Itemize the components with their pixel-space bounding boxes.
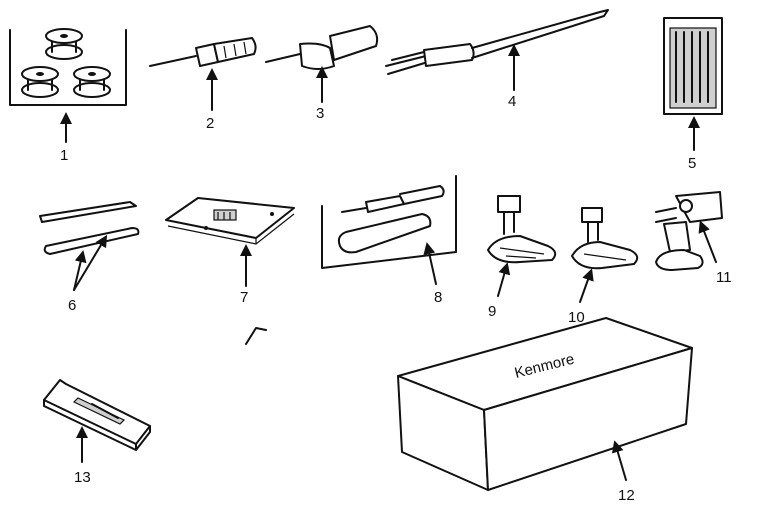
stray-mark [245,327,267,345]
kenmore-case [397,317,693,491]
bobbins-box [9,28,127,106]
callout-arrow-11 [698,220,717,263]
callout-arrow-10 [579,268,594,303]
buttonhole-foot [43,379,151,451]
callout-label-12: 12 [618,487,635,504]
callout-label-10: 10 [568,309,585,326]
callout-label-13: 13 [74,469,91,486]
callout-arrow-6b [73,234,108,291]
seam-ripper-card [321,175,457,269]
callout-label-1: 1 [60,147,68,164]
presser-foot-9 [487,195,557,264]
callout-label-4: 4 [508,93,516,110]
needle-pack [663,17,723,115]
callout-label-6: 6 [68,297,76,314]
zipper-foot [655,191,723,271]
spool-pins [39,201,140,255]
callout-arrow-8 [423,242,437,285]
callout-arrow-6a [73,250,87,291]
callout-label-5: 5 [688,155,696,172]
callout-label-8: 8 [434,289,442,306]
callout-arrow-12 [611,440,627,481]
callout-label-2: 2 [206,115,214,132]
lint-brush [385,9,609,75]
callout-label-7: 7 [240,289,248,306]
large-screwdriver [265,25,379,70]
callout-label-3: 3 [316,105,324,122]
callout-label-11: 11 [716,269,732,286]
throat-plate [165,197,295,245]
callout-label-9: 9 [488,303,496,320]
callout-arrow-9 [497,262,511,297]
presser-foot-10 [571,207,639,270]
small-screwdriver [149,37,257,67]
